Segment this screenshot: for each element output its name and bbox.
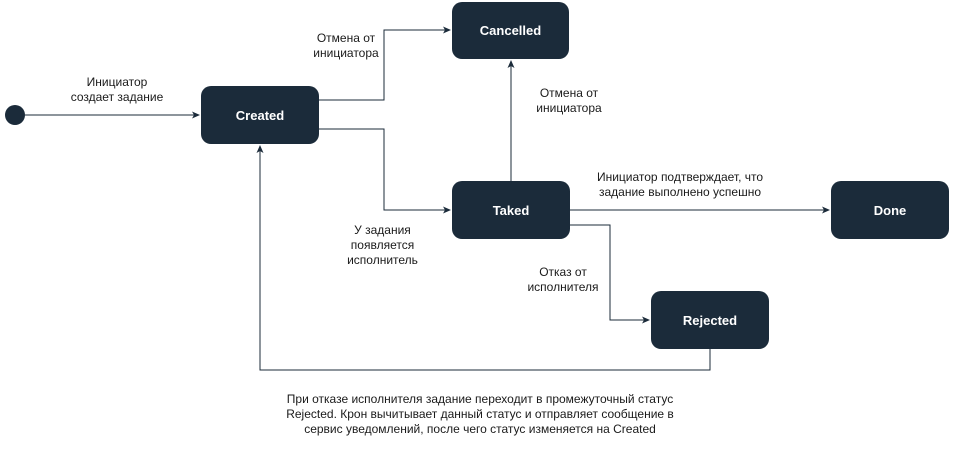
label-taked-to-rejected: Отказ от исполнителя [527, 265, 599, 294]
edge-created-to-cancelled [319, 26, 451, 101]
state-rejected[interactable]: Rejected [651, 291, 769, 349]
label-taked-to-cancelled: Отмена от инициатора [536, 86, 602, 115]
state-done[interactable]: Done [831, 181, 949, 239]
label-created-to-taked: У задания появляется исполнитель [347, 223, 418, 267]
label-created-to-cancelled: Отмена от инициатора [313, 31, 379, 60]
state-taked[interactable]: Taked [452, 181, 570, 239]
edge-rejected-to-created [256, 145, 711, 371]
state-created[interactable]: Created [201, 86, 319, 144]
label-start-to-created: Инициатор создает задание [70, 75, 164, 104]
state-cancelled[interactable]: Cancelled [452, 2, 569, 59]
edge-created-to-taked [319, 128, 451, 214]
initial-state-dot [5, 105, 25, 125]
rejected-note: При отказе исполнителя задание переходит… [286, 392, 674, 436]
edge-taked-to-rejected [570, 224, 650, 324]
label-taked-to-done: Инициатор подтверждает, что задание выпо… [596, 170, 764, 199]
